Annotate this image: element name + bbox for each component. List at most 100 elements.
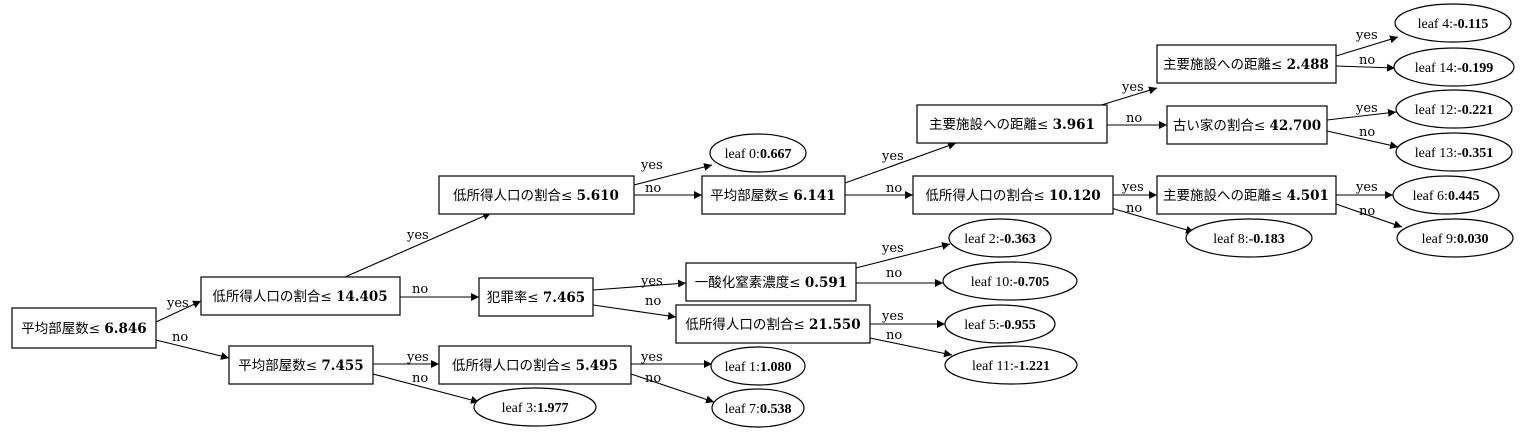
- leaf-node: leaf 12:-0.221: [1395, 89, 1513, 129]
- leaf-text: leaf 3:1.977: [502, 401, 569, 416]
- split-node-text: 平均部屋数≤ 6.846: [21, 321, 146, 337]
- leaf-text: leaf 0:0.667: [725, 147, 792, 162]
- edge-label-yes: yes: [881, 309, 904, 324]
- leaf-text: leaf 1:1.080: [725, 360, 792, 375]
- edge-k-l4: [1335, 35, 1399, 57]
- leaf-text: leaf 6:0.445: [1413, 189, 1480, 204]
- split-node: 古い家の割合≤ 42.700: [1166, 105, 1328, 145]
- split-node: 低所得人口の割合≤ 14.405: [200, 276, 401, 316]
- edge-label-no: no: [1126, 201, 1142, 216]
- split-node-text: 平均部屋数≤ 6.141: [710, 188, 835, 204]
- leaf-text: leaf 4:-0.115: [1418, 17, 1489, 32]
- edge-label-no: no: [412, 371, 428, 386]
- split-node: 主要施設への距離≤ 2.488: [1156, 44, 1337, 84]
- edge-k-l14: [1335, 63, 1396, 72]
- edge-f-i: [844, 141, 957, 184]
- edge-label-no: no: [645, 294, 661, 309]
- split-node: 低所得人口の割合≤ 5.495: [438, 345, 632, 385]
- edge-label-no: no: [1359, 125, 1375, 140]
- leaf-node: leaf 7:0.538: [711, 388, 805, 428]
- edge-label-yes: yes: [1121, 180, 1144, 195]
- edge-label-yes: yes: [640, 350, 663, 365]
- edge-label-no: no: [1126, 111, 1142, 126]
- edge-b-l3: [372, 373, 480, 404]
- leaf-node: leaf 2:-0.363: [948, 218, 1052, 258]
- leaf-node: leaf 1:1.080: [710, 346, 806, 386]
- edge-label-yes: yes: [1355, 180, 1378, 195]
- split-node-text: 主要施設への距離≤ 4.501: [1163, 188, 1329, 204]
- edge-e-l7: [630, 373, 715, 404]
- edge-label-yes: yes: [406, 228, 429, 243]
- edge-labels: yes no yes no yes no yes no yes no yes n…: [166, 28, 1378, 386]
- split-node: 低所得人口の割合≤ 5.610: [438, 175, 635, 215]
- split-node-root: 平均部屋数≤ 6.846: [11, 307, 157, 349]
- edge-label-no: no: [886, 266, 902, 281]
- edge-a-c: [344, 212, 492, 278]
- split-node-text: 低所得人口の割合≤ 14.405: [212, 288, 387, 305]
- edge-root-a: [155, 300, 202, 323]
- edge-root-b: [155, 339, 230, 360]
- split-node-text: 一酸化窒素濃度≤ 0.591: [695, 274, 847, 291]
- edge-label-no: no: [412, 282, 428, 297]
- leaf-node: leaf 14:-0.199: [1393, 47, 1515, 87]
- edge-label-yes: yes: [881, 241, 904, 256]
- leaf-node: leaf 6:0.445: [1392, 175, 1500, 215]
- edges: [155, 35, 1403, 404]
- edge-l-l12: [1326, 108, 1397, 121]
- split-node-text: 低所得人口の割合≤ 5.495: [452, 357, 618, 374]
- split-node: 平均部屋数≤ 6.141: [701, 175, 846, 215]
- edge-d-g: [592, 279, 687, 291]
- split-node-text: 主要施設への距離≤ 3.961: [929, 117, 1095, 133]
- edge-j-l8: [1103, 205, 1195, 234]
- split-node-text: 低所得人口の割合≤ 10.120: [925, 187, 1100, 204]
- split-node-text: 低所得人口の割合≤ 21.550: [685, 316, 860, 333]
- edge-label-no: no: [1359, 53, 1375, 68]
- edge-label-yes: yes: [881, 149, 904, 164]
- leaf-node: leaf 11:-1.221: [944, 345, 1078, 385]
- leaf-node: leaf 0:0.667: [709, 133, 807, 173]
- leaf-text: leaf 9:0.030: [1422, 232, 1489, 247]
- edge-label-yes: yes: [640, 274, 663, 289]
- edge-label-no: no: [886, 181, 902, 196]
- edge-label-no: no: [172, 330, 188, 345]
- split-node: 主要施設への距離≤ 3.961: [916, 104, 1108, 144]
- split-node-text: 低所得人口の割合≤ 5.610: [453, 187, 619, 204]
- split-node: 犯罪率≤ 7.465: [478, 277, 594, 317]
- leaf-text: leaf 12:-0.221: [1415, 103, 1494, 118]
- leaf-text: leaf 11:-1.221: [972, 359, 1050, 374]
- edge-label-yes: yes: [640, 158, 663, 173]
- edge-c-l0: [633, 163, 713, 186]
- leaf-text: leaf 8:-0.183: [1213, 232, 1285, 247]
- edge-label-yes: yes: [406, 350, 429, 365]
- split-node-text: 犯罪率≤ 7.465: [487, 289, 585, 306]
- split-node-text: 主要施設への距離≤ 2.488: [1163, 57, 1329, 73]
- leaf-node: leaf 10:-0.705: [942, 261, 1078, 301]
- leaf-text: leaf 2:-0.363: [964, 232, 1036, 247]
- split-node-text: 平均部屋数≤ 7.455: [238, 358, 363, 374]
- leaf-text: leaf 14:-0.199: [1415, 61, 1494, 76]
- edge-m-l9: [1335, 203, 1403, 229]
- split-node: 低所得人口の割合≤ 21.550: [675, 304, 871, 344]
- split-node: 主要施設への距離≤ 4.501: [1156, 175, 1337, 215]
- leaf-text: leaf 10:-0.705: [971, 275, 1050, 290]
- leaf-node: leaf 9:0.030: [1396, 218, 1514, 258]
- leaf-node: leaf 4:-0.115: [1394, 3, 1512, 43]
- split-node: 平均部屋数≤ 7.455: [228, 345, 374, 385]
- edge-label-no: no: [645, 181, 661, 196]
- edge-label-yes: yes: [1355, 28, 1378, 43]
- edge-g-l2: [855, 242, 951, 269]
- edge-label-yes: yes: [166, 296, 189, 311]
- split-node: 一酸化窒素濃度≤ 0.591: [685, 262, 857, 302]
- leaf-text: leaf 13:-0.351: [1415, 146, 1494, 161]
- leaf-text: leaf 5:-0.955: [964, 318, 1036, 333]
- leaf-node: leaf 13:-0.351: [1395, 132, 1513, 172]
- leaf-text: leaf 7:0.538: [725, 402, 792, 417]
- leaf-node: leaf 8:-0.183: [1185, 218, 1313, 258]
- leaf-node: leaf 5:-0.955: [944, 304, 1056, 344]
- edge-label-no: no: [1359, 204, 1375, 219]
- split-node-text: 古い家の割合≤ 42.700: [1173, 117, 1321, 134]
- edge-h-l11: [869, 337, 953, 358]
- leaf-node: leaf 3:1.977: [473, 387, 597, 427]
- edge-l-l13: [1326, 130, 1399, 150]
- edge-label-no: no: [886, 328, 902, 343]
